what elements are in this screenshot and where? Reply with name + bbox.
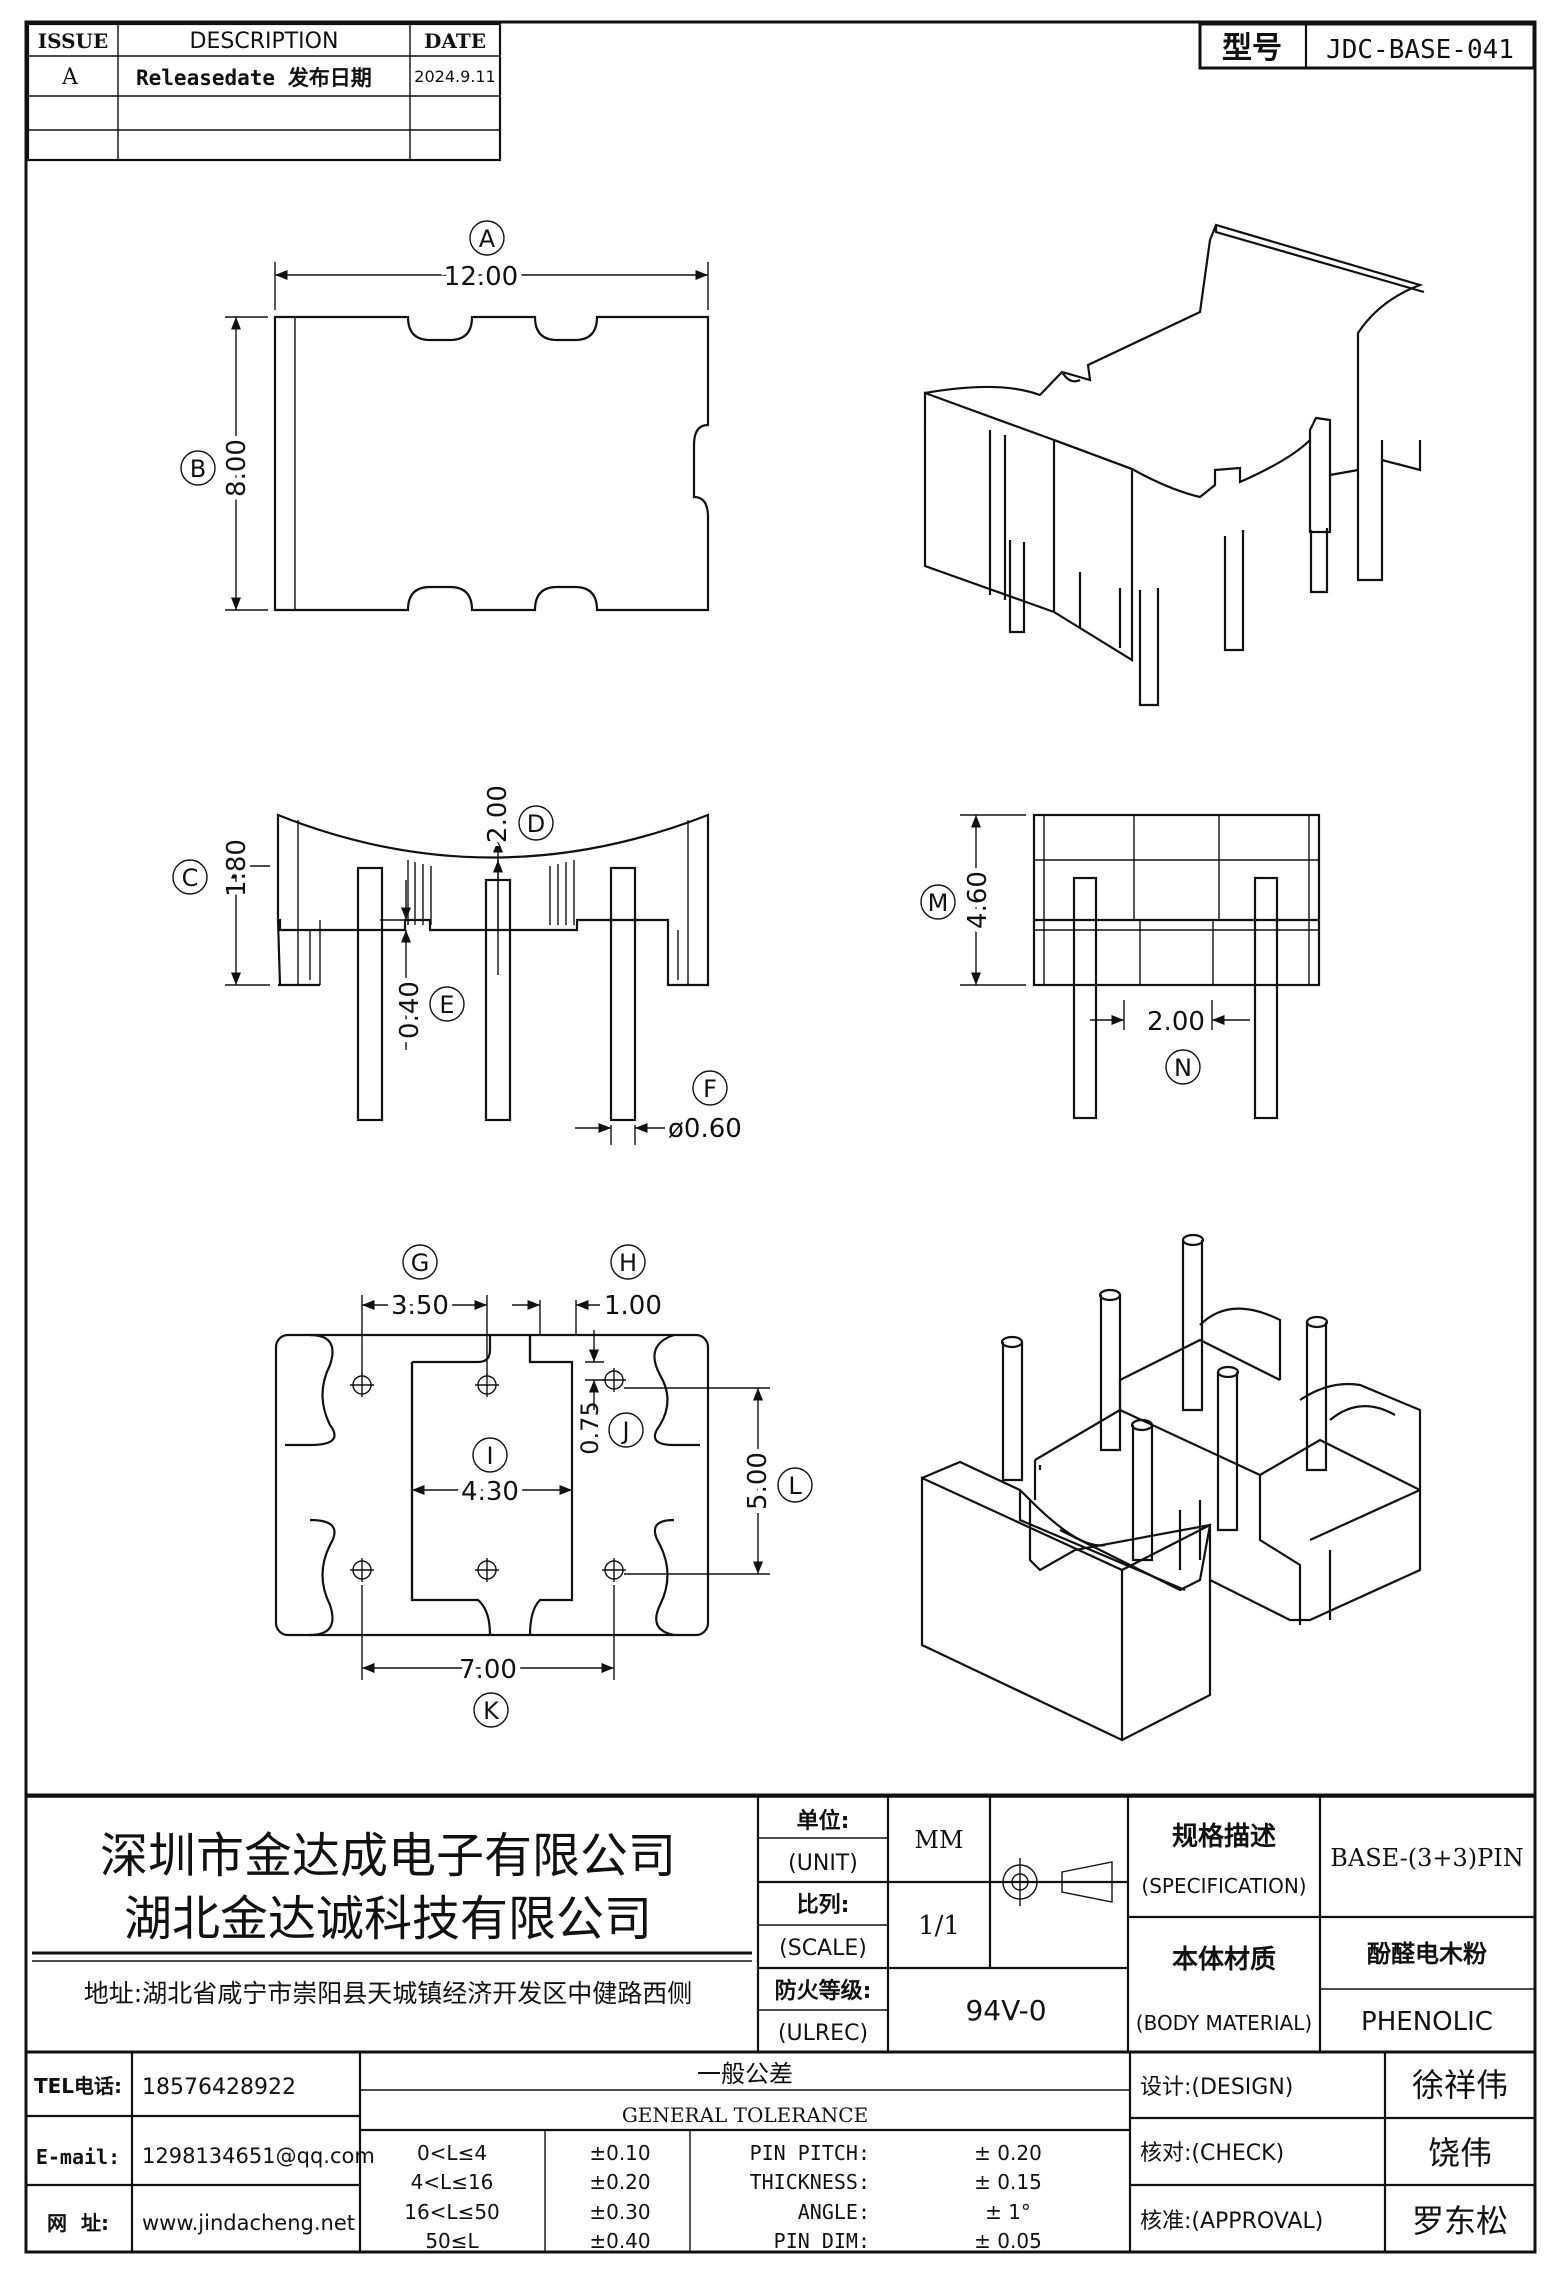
unit-label-cn: 单位: <box>797 1808 850 1834</box>
material-label-en: (BODY MATERIAL) <box>1136 2011 1312 2035</box>
spec-tol-label-1: THICKNESS: <box>750 2170 870 2194</box>
model-label: 型号 <box>1222 31 1282 66</box>
tol-range-0: 0<L≤4 <box>417 2141 487 2165</box>
dim-n-value: 2.00 <box>1147 1007 1205 1037</box>
company-address: 地址:湖北省咸宁市崇阳县天城镇经济开发区中健路西侧 <box>84 1979 692 2008</box>
rev-header-issue: ISSUE <box>38 29 109 53</box>
side-view: 4.60 M 2.00 N <box>920 813 1321 1120</box>
spec-value: BASE-(3+3)PIN <box>1330 1844 1524 1872</box>
tol-value-0: ±0.10 <box>589 2141 650 2165</box>
scale-label-cn: 比列: <box>797 1893 850 1918</box>
spec-tol-label-3: PIN DIM: <box>774 2229 870 2253</box>
unit-label-en: (UNIT) <box>788 1851 858 1876</box>
ul-label-cn: 防火等级: <box>775 1978 872 2004</box>
unit-value: MM <box>914 1826 963 1854</box>
dim-i-value: 4.30 <box>461 1477 519 1507</box>
rev-header-description: DESCRIPTION <box>190 29 339 54</box>
dim-e-value: 0.40 <box>395 981 425 1039</box>
sheet-border <box>24 20 1537 2254</box>
dim-c-value: 1.80 <box>222 839 252 897</box>
approval-name-2: 罗东松 <box>1412 2202 1508 2240</box>
rev-header-date: DATE <box>424 29 486 53</box>
dim-a-letter: A <box>479 225 496 253</box>
dim-m-letter: M <box>928 889 949 917</box>
dim-j-value: 0.75 <box>576 1401 604 1454</box>
tol-range-3: 50≤L <box>425 2229 479 2253</box>
dim-h-value: 1.00 <box>604 1291 662 1321</box>
spec-tol-label-2: ANGLE: <box>798 2200 870 2224</box>
spec-tol-value-3: ± 0.05 <box>974 2229 1042 2253</box>
approval-name-1: 饶伟 <box>1428 2134 1492 2172</box>
rev-row-date: 2024.9.11 <box>414 67 495 86</box>
spec-label-en: (SPECIFICATION) <box>1141 1874 1306 1898</box>
spec-tol-value-2: ± 1° <box>985 2200 1031 2224</box>
ul-value: 94V-0 <box>965 1994 1046 2027</box>
dim-f-letter: F <box>703 1075 717 1103</box>
dim-d-value: 2.00 <box>483 785 513 843</box>
rev-row-issue: A <box>61 65 79 90</box>
dim-k-value: 7.00 <box>459 1655 517 1685</box>
approval-label-2: 核准:(APPROVAL) <box>1140 2209 1323 2234</box>
dim-n-letter: N <box>1174 1054 1192 1082</box>
scale-value: 1/1 <box>918 1911 960 1941</box>
model-value: JDC-BASE-041 <box>1326 35 1514 65</box>
dim-i-letter: I <box>486 1442 493 1470</box>
tol-range-1: 4<L≤16 <box>411 2170 494 2194</box>
spec-tol-value-0: ± 0.20 <box>974 2141 1042 2165</box>
tolerance-title-en: GENERAL TOLERANCE <box>622 2103 868 2127</box>
revision-table: ISSUE DESCRIPTION DATE A Releasedate 发布日… <box>26 22 502 162</box>
dim-f-value: ø0.60 <box>668 1114 742 1144</box>
top-view: 12.00 A 8.00 B <box>180 220 710 612</box>
ul-label-en: (ULREC) <box>778 2021 868 2046</box>
tel-value: 18576428922 <box>142 2075 296 2100</box>
approval-label-0: 设计:(DESIGN) <box>1140 2075 1293 2100</box>
dim-k-letter: K <box>483 1697 500 1725</box>
material-label-cn: 本体材质 <box>1172 1945 1276 1975</box>
bottom-view: 3.50 G 1.00 H 4.30 I 0.75 J 5.00 L <box>274 1244 813 1728</box>
dim-l-letter: L <box>788 1472 802 1500</box>
dim-g-value: 3.50 <box>391 1291 449 1321</box>
company-name-1: 深圳市金达成电子有限公司 <box>100 1828 676 1884</box>
dim-b-value: 8.00 <box>222 439 252 497</box>
dim-l-value: 5.00 <box>743 1452 773 1510</box>
scale-label-en: (SCALE) <box>779 1936 867 1961</box>
iso-view-bottom <box>920 1233 1422 1742</box>
material-value-cn: 酚醛电木粉 <box>1367 1940 1487 1968</box>
email-label: E-mail: <box>36 2145 120 2169</box>
dim-g-letter: G <box>411 1249 430 1277</box>
tol-range-2: 16<L≤50 <box>404 2200 500 2224</box>
web-label: 网 址: <box>47 2211 109 2235</box>
dim-m-value: 4.60 <box>963 871 993 929</box>
tol-value-2: ±0.30 <box>589 2200 650 2224</box>
model-box: 型号 JDC-BASE-041 <box>1198 22 1536 70</box>
tol-value-3: ±0.40 <box>589 2229 650 2253</box>
approval-name-0: 徐祥伟 <box>1412 2066 1508 2104</box>
tol-value-1: ±0.20 <box>589 2170 650 2194</box>
spec-tol-label-0: PIN PITCH: <box>750 2141 870 2165</box>
iso-view-top <box>923 223 1425 707</box>
projection-symbol <box>995 1858 1118 1906</box>
front-view: 1.80 C 2.00 D 0.40 E ø0.60 F <box>172 780 742 1145</box>
spec-label-cn: 规格描述 <box>1172 1821 1276 1852</box>
dim-e-letter: E <box>439 991 454 1019</box>
title-block: 深圳市金达成电子有限公司 湖北金达诚科技有限公司 地址:湖北省咸宁市崇阳县天城镇… <box>26 1793 1535 2253</box>
company-name-2: 湖北金达诚科技有限公司 <box>124 1891 652 1947</box>
dim-b-letter: B <box>190 455 206 483</box>
spec-tol-value-1: ± 0.15 <box>974 2170 1042 2194</box>
dim-h-letter: H <box>619 1249 637 1277</box>
approval-label-1: 核对:(CHECK) <box>1140 2141 1284 2166</box>
dim-j-letter: J <box>620 1417 629 1445</box>
email-value: 1298134651@qq.com <box>142 2144 375 2168</box>
web-value: www.jindacheng.net <box>142 2211 355 2235</box>
material-value-en: PHENOLIC <box>1361 2007 1493 2037</box>
rev-row-description: Releasedate 发布日期 <box>136 66 372 90</box>
dim-c-letter: C <box>182 864 199 892</box>
dim-a-value: 12.00 <box>444 262 518 292</box>
tolerance-title-cn: 一般公差 <box>697 2060 793 2088</box>
tel-label: TEL电话: <box>34 2074 122 2098</box>
dim-d-letter: D <box>527 810 545 838</box>
